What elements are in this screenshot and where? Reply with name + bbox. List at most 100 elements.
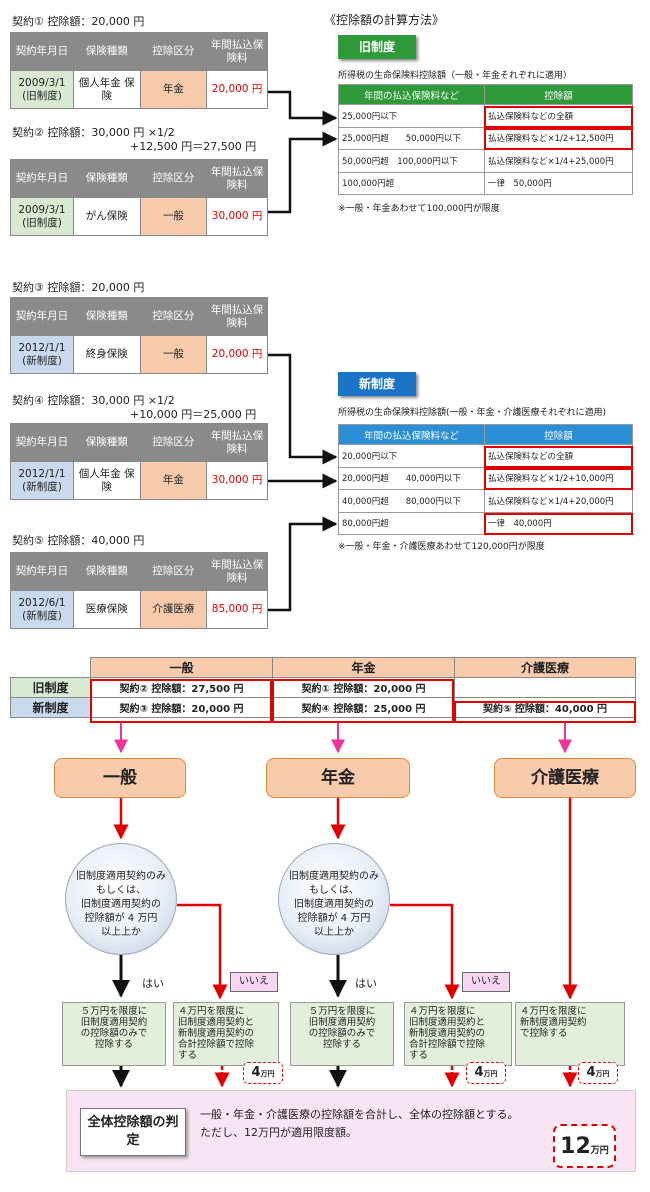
deduction-category: 年金 xyxy=(139,461,208,500)
deduction-category: 一般 xyxy=(139,197,208,236)
contract-1-table: 契約年月日保険種類控除区分年間払込保険料 2009/3/1 (旧制度)個人年金 … xyxy=(10,32,268,109)
arrow-contract-2 xyxy=(268,131,338,214)
limit-badge-general: 4万円 xyxy=(243,1062,283,1084)
no-label-pension: いいえ xyxy=(462,972,510,992)
contract-2-table: 契約年月日保険種類控除区分年間払込保険料 2009/3/1 (旧制度)がん保険一… xyxy=(10,159,268,236)
contract-2-title: 契約② 控除額：30,000 円 ×1/2 xyxy=(12,126,175,139)
contract-date: 2009/3/1 (旧制度) xyxy=(10,197,74,236)
old-system-title: 所得税の生命保険料控除額（一般・年金それぞれに適用） xyxy=(338,71,573,81)
decision-circle-pension: 旧制度適用契約のみ もしくは、 旧制度適用契約の 控除額が 4 万円 以上上か xyxy=(278,843,390,955)
deduction-formula: 一律 50,000円 xyxy=(484,171,633,195)
summary-table: 一般 年金 介護医療 旧制度 契約② 控除額：27,500 円 契約① 控除額：… xyxy=(10,657,636,718)
final-text-1: 一般・年金・介護医療の控除額を合計し、全体の控除額とする。 xyxy=(200,1108,519,1121)
deduction-category: 介護医療 xyxy=(139,590,208,629)
arrow-contract-5 xyxy=(268,516,338,612)
method-title: 《控除額の計算方法》 xyxy=(324,13,445,27)
limit-badge-medical: 4万円 xyxy=(578,1062,618,1084)
decision-circle-general: 旧制度適用契約のみ もしくは、 旧制度適用契約の 控除額が 4 万円 以上上か xyxy=(65,843,177,955)
yes-label-general: はい xyxy=(142,977,164,990)
contract-4-table: 契約年月日保険種類控除区分年間払込保険料 2012/1/1 (新制度)個人年金 … xyxy=(10,423,268,500)
summary-box-medical xyxy=(454,701,636,723)
q-line: もしくは、 xyxy=(96,885,146,896)
header-premium: 年間払込保険料 xyxy=(206,32,268,71)
summary-row-new: 新制度 xyxy=(10,697,91,718)
header-type: 保険種類 xyxy=(72,423,141,462)
header-premium: 年間払込保険料 xyxy=(206,552,268,591)
old-system-note: ※一般・年金あわせて100,000円が限度 xyxy=(338,204,500,214)
q-line: 控除額が 4 万円 xyxy=(84,913,158,924)
new-system-table: 年間の払込保険料など控除額 20,000円以下払込保険料などの全額 20,000… xyxy=(338,424,633,535)
highlight-new-row-2 xyxy=(484,468,633,490)
premium-range: 25,000円超 50,000円以下 xyxy=(338,126,485,150)
insurance-type: 個人年金 保険 xyxy=(72,70,141,109)
annual-premium: 30,000 円 xyxy=(206,461,268,500)
header-type: 保険種類 xyxy=(72,32,141,71)
q-line: 旧制度適用契約の xyxy=(81,899,161,910)
header-premium: 年間払込保険料 xyxy=(206,297,268,336)
insurance-type: 個人年金 保険 xyxy=(72,461,141,500)
col-deduction-header: 控除額 xyxy=(484,84,633,105)
summary-col-general: 一般 xyxy=(90,657,273,678)
flow-medical: 介護医療 xyxy=(494,758,636,798)
header-premium: 年間払込保険料 xyxy=(206,159,268,198)
premium-range: 50,000円超 100,000円以下 xyxy=(338,149,485,173)
header-category: 控除区分 xyxy=(139,159,208,198)
contract-date: 2012/1/1 (新制度) xyxy=(10,335,74,374)
insurance-type: がん保険 xyxy=(72,197,141,236)
q-line: 以上上か xyxy=(314,927,354,938)
final-judgment-label: 全体控除額の判定 xyxy=(80,1108,186,1156)
summary-box-general xyxy=(90,679,272,723)
contract-2-title-cont: +12,500 円＝27,500 円 xyxy=(130,140,257,153)
deduction-category: 年金 xyxy=(139,70,208,109)
no-box-general: ４万円を限度に旧制度適用契約と新制度適用契約の合計控除額で控除する xyxy=(173,1002,279,1066)
header-date: 契約年月日 xyxy=(10,423,74,462)
yes-label-pension: はい xyxy=(355,977,377,990)
header-type: 保険種類 xyxy=(72,552,141,591)
arrow-pension-no xyxy=(390,903,460,1000)
annual-premium: 20,000 円 xyxy=(206,335,268,374)
summary-col-medical: 介護医療 xyxy=(454,657,636,678)
arrow-contract-3 xyxy=(268,353,338,465)
no-box-pension: ４万円を限度に旧制度適用契約と新制度適用契約の合計控除額で控除する xyxy=(404,1002,512,1066)
contract-4-title-cont: +10,000 円＝25,000 円 xyxy=(130,408,257,421)
header-date: 契約年月日 xyxy=(10,159,74,198)
final-limit-badge: 12万円 xyxy=(553,1124,616,1168)
premium-range: 100,000円超 xyxy=(338,171,485,195)
no-label-general: いいえ xyxy=(230,972,278,992)
q-line: 旧制度適用契約のみ xyxy=(289,871,379,882)
col-deduction-header: 控除額 xyxy=(484,424,633,445)
q-line: 以上上か xyxy=(101,927,141,938)
new-system-badge: 新制度 xyxy=(338,372,416,396)
limit-badge-pension: 4万円 xyxy=(466,1062,506,1084)
header-category: 控除区分 xyxy=(139,297,208,336)
contract-1-title: 契約① 控除額：20,000 円 xyxy=(12,15,145,28)
highlight-old-row-2 xyxy=(484,128,633,150)
summary-row-old: 旧制度 xyxy=(10,677,91,698)
header-category: 控除区分 xyxy=(139,32,208,71)
header-premium: 年間払込保険料 xyxy=(206,423,268,462)
arrow-contract-1 xyxy=(268,90,338,126)
contract-3-table: 契約年月日保険種類控除区分年間払込保険料 2012/1/1 (新制度)終身保険一… xyxy=(10,297,268,374)
old-system-badge: 旧制度 xyxy=(338,35,416,59)
flow-pension: 年金 xyxy=(266,758,410,798)
arrow-general-no xyxy=(177,903,228,1000)
final-text-2: ただし、12万円が適用限度額。 xyxy=(200,1126,357,1139)
flow-general: 一般 xyxy=(54,758,186,798)
insurance-type: 医療保険 xyxy=(72,590,141,629)
highlight-new-row-1 xyxy=(484,446,633,468)
box-medical: ４万円を限度に新制度適用契約で控除する xyxy=(515,1002,625,1066)
contract-4-title: 契約④ 控除額：30,000 円 ×1/2 xyxy=(12,394,175,407)
annual-premium: 20,000 円 xyxy=(206,70,268,109)
header-category: 控除区分 xyxy=(139,552,208,591)
annual-premium: 30,000 円 xyxy=(206,197,268,236)
contract-date: 2012/6/1 (新制度) xyxy=(10,590,74,629)
yes-box-pension: ５万円を限度に旧制度適用契約の控除額のみで控除する xyxy=(290,1002,394,1066)
highlight-new-row-4 xyxy=(484,513,633,535)
header-type: 保険種類 xyxy=(72,159,141,198)
highlight-old-row-1 xyxy=(484,106,633,128)
q-line: 控除額が 4 万円 xyxy=(297,913,371,924)
contract-date: 2012/1/1 (新制度) xyxy=(10,461,74,500)
header-date: 契約年月日 xyxy=(10,32,74,71)
contract-3-title: 契約③ 控除額：20,000 円 xyxy=(12,281,145,294)
